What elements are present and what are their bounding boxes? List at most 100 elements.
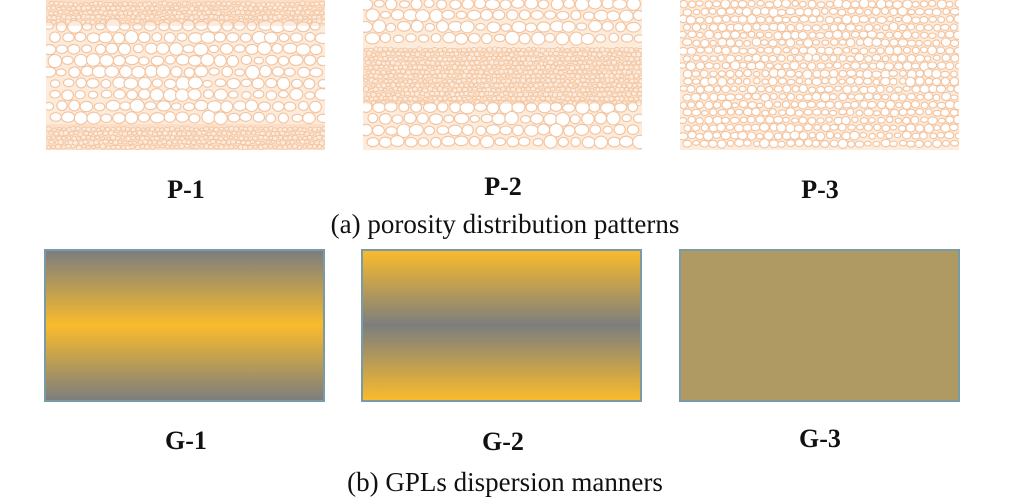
pore xyxy=(233,145,238,149)
pore xyxy=(556,60,563,66)
pore xyxy=(881,24,890,31)
pore xyxy=(46,44,57,56)
pore xyxy=(863,123,873,132)
pore xyxy=(260,141,265,145)
pore xyxy=(138,56,150,66)
pore xyxy=(252,89,265,99)
pore xyxy=(717,54,725,62)
pore xyxy=(953,84,959,94)
pore xyxy=(911,132,921,140)
pore xyxy=(928,15,938,23)
pore xyxy=(363,20,374,33)
pore xyxy=(408,123,424,137)
pore xyxy=(738,85,747,93)
pore xyxy=(889,92,900,102)
pore xyxy=(385,126,398,136)
pore xyxy=(828,7,839,15)
pore xyxy=(898,124,907,133)
pore xyxy=(467,32,481,44)
pore xyxy=(492,9,506,21)
pore xyxy=(599,87,605,93)
pore xyxy=(850,100,860,109)
pore xyxy=(190,139,197,146)
pore xyxy=(828,69,839,79)
pore xyxy=(743,40,751,47)
pore xyxy=(680,62,687,69)
pore xyxy=(924,77,934,86)
pore xyxy=(886,15,894,22)
pore xyxy=(243,19,248,24)
pore xyxy=(807,116,817,126)
pore xyxy=(782,84,792,94)
pore xyxy=(424,82,430,87)
pore xyxy=(824,16,835,25)
pore xyxy=(164,14,170,19)
pore xyxy=(50,135,57,140)
pore xyxy=(290,78,303,89)
pore xyxy=(737,15,748,24)
pore xyxy=(726,139,735,147)
pore xyxy=(765,86,774,93)
pore xyxy=(524,22,538,33)
pore xyxy=(872,93,882,101)
pore xyxy=(619,135,634,148)
pore xyxy=(601,50,608,57)
pore xyxy=(596,70,602,74)
pore xyxy=(945,0,954,8)
pore xyxy=(430,32,442,44)
pore xyxy=(695,132,705,141)
pore xyxy=(593,9,609,22)
pore xyxy=(79,100,94,113)
pore xyxy=(100,113,113,124)
pore xyxy=(595,65,601,71)
pore xyxy=(761,78,769,85)
pore xyxy=(277,5,283,11)
pore xyxy=(265,90,278,101)
pore xyxy=(614,47,620,52)
pore xyxy=(430,136,442,148)
pore xyxy=(911,46,920,55)
pore xyxy=(265,54,279,66)
pore xyxy=(915,39,923,47)
pore xyxy=(832,61,842,70)
pore xyxy=(737,130,748,141)
pore xyxy=(486,78,492,83)
pore xyxy=(510,65,516,70)
pore xyxy=(509,86,516,92)
pore xyxy=(295,43,311,56)
pore xyxy=(782,47,791,54)
pore xyxy=(322,144,325,149)
pore xyxy=(414,51,421,58)
pore xyxy=(858,30,869,39)
pore xyxy=(746,84,757,95)
pore xyxy=(438,51,445,57)
pore xyxy=(461,0,475,10)
pore xyxy=(73,111,88,125)
pore xyxy=(823,85,834,93)
pore xyxy=(496,55,502,61)
pore xyxy=(906,140,916,148)
pore xyxy=(263,6,268,11)
pore xyxy=(953,114,959,125)
pore xyxy=(720,85,731,94)
pore xyxy=(593,135,609,149)
pore xyxy=(473,0,487,10)
pore xyxy=(213,31,227,43)
pore xyxy=(897,38,909,48)
pore xyxy=(62,32,75,43)
pore xyxy=(156,42,170,55)
pore xyxy=(289,32,304,43)
pore xyxy=(383,64,389,70)
pore xyxy=(400,68,406,74)
pore xyxy=(140,127,146,132)
pore xyxy=(794,109,804,117)
pore xyxy=(574,95,581,102)
pore xyxy=(683,77,693,86)
pore xyxy=(226,54,240,68)
pore xyxy=(379,32,392,44)
pore xyxy=(700,123,710,132)
pore xyxy=(751,92,761,101)
pore xyxy=(547,59,554,66)
pore xyxy=(277,112,289,124)
pore xyxy=(67,1,74,7)
